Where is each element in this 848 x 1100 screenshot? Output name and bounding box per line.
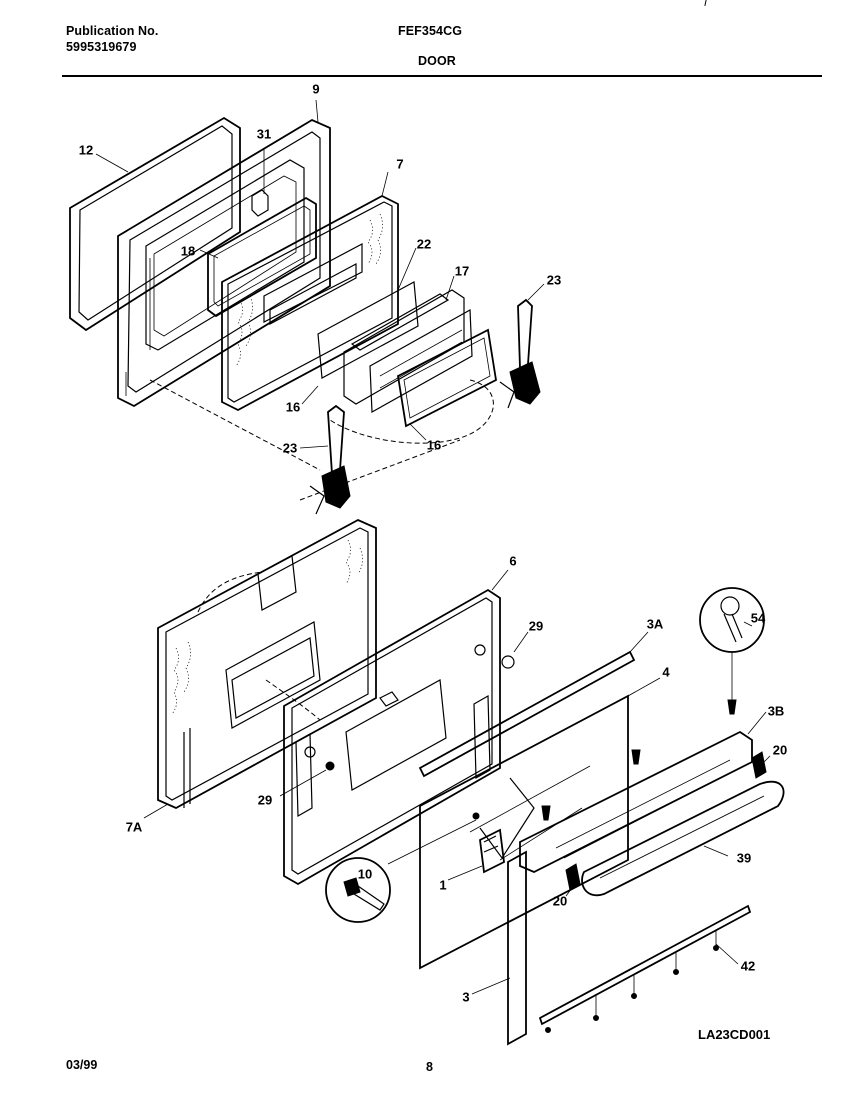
hinge-right-part	[499, 298, 541, 409]
callout-17: 17	[454, 263, 470, 279]
section-title: DOOR	[418, 54, 456, 68]
callout-4: 4	[662, 664, 670, 680]
callout-7: 7	[396, 156, 404, 172]
bottom-trim-part	[538, 904, 752, 1033]
callout-3: 3	[462, 989, 470, 1005]
handle-bracket-part	[519, 730, 753, 873]
callout-9: 9	[312, 81, 320, 97]
inner-glass-part	[317, 281, 419, 379]
callout-20-right: 20	[772, 742, 788, 758]
hinge-left-part	[309, 404, 351, 515]
lower-leader-lines	[143, 569, 771, 995]
side-trim-part	[507, 850, 527, 1046]
callout-29-right: 29	[528, 618, 544, 634]
diagram-code: LA23CD001	[698, 1027, 771, 1042]
door-gasket-part	[69, 116, 241, 332]
model-number: FEF354CG	[398, 24, 463, 38]
callout-7a: 7A	[125, 819, 143, 835]
outer-glass-part	[397, 328, 497, 428]
callout-29-left: 29	[257, 792, 273, 808]
outer-door-panel-part	[157, 518, 377, 810]
callout-12: 12	[78, 142, 94, 158]
small-screws	[472, 749, 641, 821]
hinge-bracket-part	[479, 828, 505, 874]
upper-leader-lines	[95, 99, 545, 501]
callout-6: 6	[509, 553, 517, 569]
door-handle-part	[581, 780, 785, 897]
callout-16-left: 16	[285, 399, 301, 415]
clip-part	[251, 148, 269, 217]
publication-label: Publication No.	[66, 24, 159, 38]
callout-3a: 3A	[646, 616, 664, 632]
callout-3b: 3B	[767, 703, 785, 719]
screw-54-detail	[699, 587, 765, 715]
handle-end-cap-parts	[565, 751, 767, 891]
callout-39: 39	[736, 850, 752, 866]
screw-10-detail	[325, 819, 477, 923]
footer-page-number: 8	[426, 1060, 433, 1074]
footer-date: 03/99	[66, 1058, 98, 1072]
callout-42: 42	[740, 958, 756, 974]
callout-54: 54	[750, 610, 766, 626]
callout-23-left: 23	[282, 440, 298, 456]
callout-16-right: 16	[426, 437, 442, 453]
outer-door-glass-part	[419, 694, 629, 970]
callout-1: 1	[439, 877, 447, 893]
callout-22: 22	[416, 236, 432, 252]
callout-31: 31	[256, 126, 272, 142]
window-pack-part	[343, 289, 473, 413]
screw-29-parts	[325, 655, 515, 771]
callout-20-left: 20	[552, 893, 568, 909]
rod-part	[418, 650, 636, 778]
callout-23-right: 23	[546, 272, 562, 288]
door-frame-part	[283, 588, 501, 886]
inner-door-liner-part	[117, 118, 331, 408]
callout-10: 10	[357, 866, 373, 882]
callout-18: 18	[180, 243, 196, 259]
window-gasket-part	[207, 196, 317, 318]
publication-number: 5995319679	[66, 40, 137, 54]
header-rule	[62, 75, 822, 77]
